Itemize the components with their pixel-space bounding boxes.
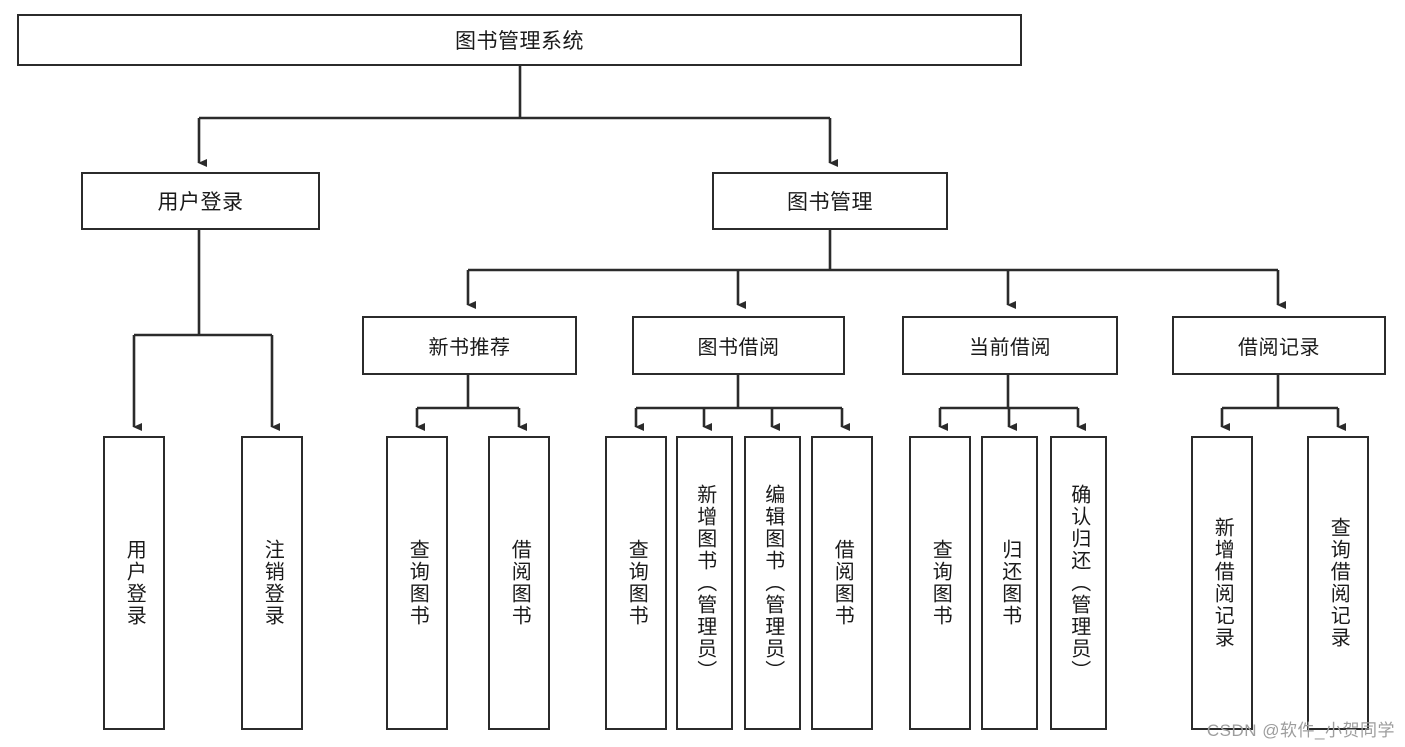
node-new-book-recommend-label: 新书推荐 [428, 337, 511, 359]
node-leaf-borrow-book-2[interactable]: 借阅图书 [811, 436, 873, 730]
node-leaf-query-book-3-label: 查询图书 [929, 539, 952, 627]
node-leaf-query-book-2-label: 查询图书 [625, 539, 648, 627]
node-leaf-user-login-label: 用户登录 [123, 539, 146, 627]
node-leaf-borrow-book-1-label: 借阅图书 [508, 539, 531, 627]
node-leaf-user-logout-label: 注销登录 [261, 539, 284, 627]
node-leaf-query-record[interactable]: 查询借阅记录 [1307, 436, 1369, 730]
node-book-manage[interactable]: 图书管理 [712, 172, 948, 230]
node-leaf-query-book-2[interactable]: 查询图书 [605, 436, 667, 730]
node-leaf-query-book-1[interactable]: 查询图书 [386, 436, 448, 730]
node-leaf-return-book[interactable]: 归还图书 [981, 436, 1038, 730]
node-leaf-borrow-book-2-label: 借阅图书 [831, 539, 854, 627]
node-user-login-label: 用户登录 [157, 191, 244, 214]
node-leaf-confirm-return[interactable]: 确认归还（管理员） [1050, 436, 1107, 730]
node-leaf-user-logout[interactable]: 注销登录 [241, 436, 303, 730]
node-leaf-confirm-return-label: 确认归还（管理员） [1067, 484, 1090, 682]
node-leaf-add-book[interactable]: 新增图书（管理员） [676, 436, 733, 730]
node-leaf-add-record-label: 新增借阅记录 [1211, 517, 1234, 649]
node-leaf-query-book-3[interactable]: 查询图书 [909, 436, 971, 730]
node-root[interactable]: 图书管理系统 [17, 14, 1022, 66]
node-book-manage-label: 图书管理 [787, 191, 873, 214]
node-leaf-user-login[interactable]: 用户登录 [103, 436, 165, 730]
node-leaf-edit-book[interactable]: 编辑图书（管理员） [744, 436, 801, 730]
node-leaf-add-record[interactable]: 新增借阅记录 [1191, 436, 1253, 730]
node-new-book-recommend[interactable]: 新书推荐 [362, 316, 577, 375]
node-book-borrow-label: 图书借阅 [697, 337, 780, 359]
node-leaf-add-book-label: 新增图书（管理员） [693, 484, 716, 682]
node-root-label: 图书管理系统 [455, 30, 584, 53]
node-current-borrow-label: 当前借阅 [969, 337, 1051, 359]
node-leaf-query-book-1-label: 查询图书 [406, 539, 429, 627]
node-user-login[interactable]: 用户登录 [81, 172, 320, 230]
node-leaf-return-book-label: 归还图书 [998, 539, 1021, 627]
node-leaf-query-record-label: 查询借阅记录 [1327, 517, 1350, 649]
node-borrow-record-label: 借阅记录 [1238, 337, 1320, 359]
node-book-borrow[interactable]: 图书借阅 [632, 316, 845, 375]
node-current-borrow[interactable]: 当前借阅 [902, 316, 1118, 375]
node-leaf-edit-book-label: 编辑图书（管理员） [761, 484, 784, 682]
watermark-text: CSDN @软件_小贺同学 [1206, 721, 1395, 740]
node-borrow-record[interactable]: 借阅记录 [1172, 316, 1386, 375]
node-leaf-borrow-book-1[interactable]: 借阅图书 [488, 436, 550, 730]
